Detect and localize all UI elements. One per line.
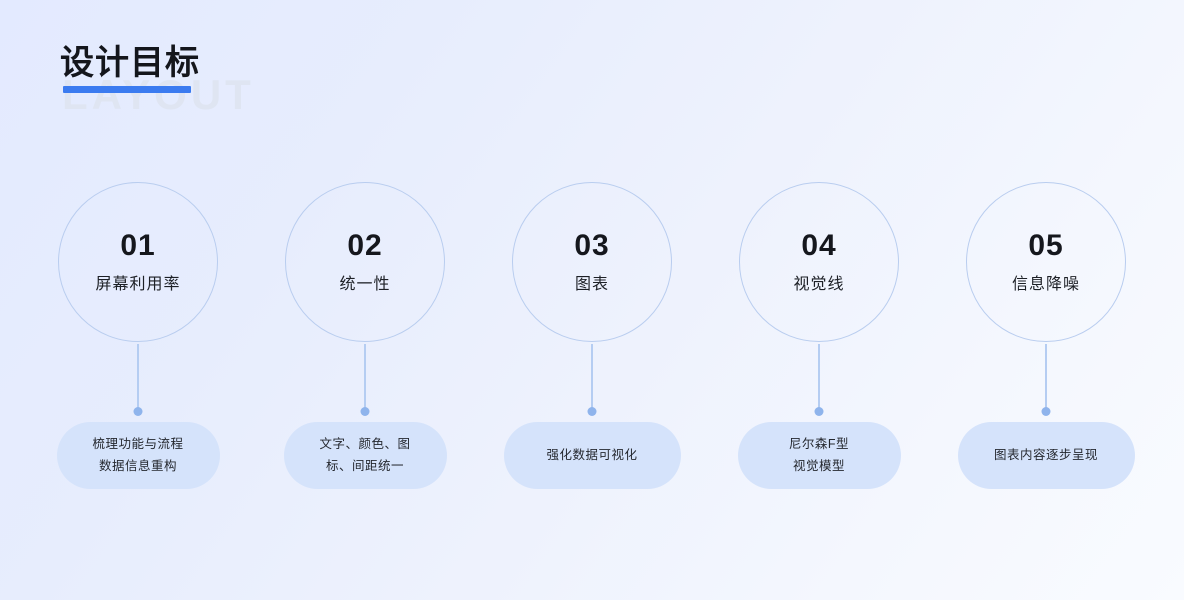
title-watermark: LAYOUT <box>62 71 255 118</box>
step-connector-04 <box>814 344 824 416</box>
connector-dot-icon <box>814 407 824 416</box>
step-card-text: 文字、颜色、图 标、间距统一 <box>319 436 411 473</box>
step-card-text: 尼尔森F型 视觉模型 <box>788 436 850 473</box>
step-connector-05 <box>1041 344 1051 416</box>
connector-line <box>591 344 593 408</box>
step-card-04[interactable]: 尼尔森F型 视觉模型 <box>737 422 901 489</box>
step-item-04: 04 视觉线 尼尔森F型 视觉模型 <box>711 182 927 489</box>
step-circle-02[interactable]: 02 统一性 <box>285 182 445 342</box>
step-label: 屏幕利用率 <box>95 276 181 293</box>
step-circle-01[interactable]: 01 屏幕利用率 <box>58 182 218 342</box>
connector-line <box>364 344 366 408</box>
step-circle-05[interactable]: 05 信息降噪 <box>966 182 1126 342</box>
step-label: 图表 <box>574 276 609 293</box>
connector-dot-icon <box>587 407 597 416</box>
connector-dot-icon <box>360 407 370 416</box>
step-number: 02 <box>347 229 383 262</box>
step-connector-03 <box>587 344 597 416</box>
step-card-02[interactable]: 文字、颜色、图 标、间距统一 <box>283 422 447 489</box>
step-circle-03[interactable]: 03 图表 <box>512 182 672 342</box>
step-card-05[interactable]: 图表内容逐步呈现 <box>957 422 1135 489</box>
page-title: 设计目标 <box>60 44 200 82</box>
step-label: 视觉线 <box>793 276 845 293</box>
step-card-01[interactable]: 梳理功能与流程 数据信息重构 <box>56 422 220 489</box>
step-card-03[interactable]: 强化数据可视化 <box>503 422 681 489</box>
step-connector-01 <box>133 344 143 416</box>
connector-line <box>818 344 820 408</box>
step-item-05: 05 信息降噪 图表内容逐步呈现 <box>938 182 1154 489</box>
connector-line <box>1045 344 1047 408</box>
step-number: 04 <box>801 229 837 262</box>
title-block: LAYOUT 设计目标 <box>60 44 420 118</box>
connector-dot-icon <box>133 407 143 416</box>
step-card-text: 梳理功能与流程 数据信息重构 <box>92 436 184 473</box>
step-item-03: 03 图表 强化数据可视化 <box>484 182 700 489</box>
step-number: 05 <box>1028 229 1064 262</box>
step-circle-04[interactable]: 04 视觉线 <box>739 182 899 342</box>
step-connector-02 <box>360 344 370 416</box>
connector-dot-icon <box>1041 407 1051 416</box>
step-item-01: 01 屏幕利用率 梳理功能与流程 数据信息重构 <box>30 182 246 489</box>
step-card-text: 图表内容逐步呈现 <box>993 447 1098 462</box>
step-item-02: 02 统一性 文字、颜色、图 标、间距统一 <box>257 182 473 489</box>
connector-line <box>137 344 139 408</box>
title-underline <box>63 86 191 93</box>
step-card-text: 强化数据可视化 <box>546 447 638 462</box>
step-number: 03 <box>574 229 610 262</box>
step-number: 01 <box>120 229 156 262</box>
step-label: 信息降噪 <box>1011 276 1080 293</box>
step-label: 统一性 <box>339 276 391 293</box>
steps-row: 01 屏幕利用率 梳理功能与流程 数据信息重构 02 统一性 文字、颜色、图 标… <box>30 182 1154 489</box>
